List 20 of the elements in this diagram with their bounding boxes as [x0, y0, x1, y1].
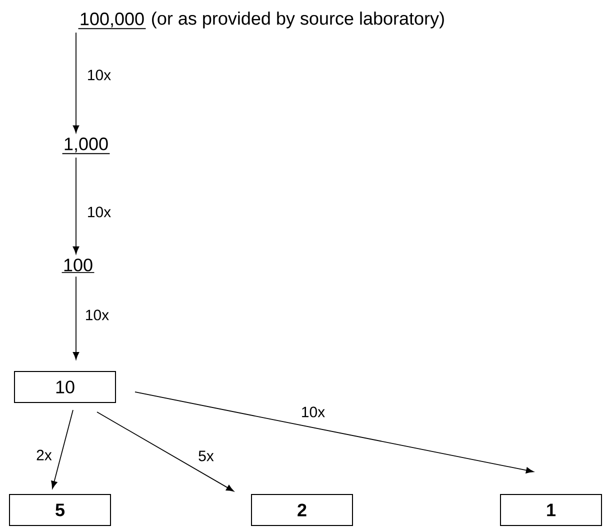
underlined-number: 1,000 — [62, 138, 110, 154]
arrow — [96, 412, 234, 492]
edge-label: 10x — [86, 206, 112, 218]
number-box: 2 — [251, 494, 353, 526]
arrow — [51, 410, 74, 489]
edge-label: 10x — [84, 308, 110, 322]
edge-label: 2x — [35, 448, 53, 462]
number-box: 1 — [500, 494, 602, 526]
edge-label: 10x — [300, 406, 326, 418]
arrow — [72, 276, 80, 360]
number-box: 10 — [14, 371, 116, 403]
edge-label: 10x — [86, 68, 112, 82]
arrow — [134, 392, 534, 474]
arrow — [72, 32, 80, 134]
arrow — [72, 157, 80, 254]
underlined-number: 100 — [61, 258, 95, 274]
number-box: 5 — [9, 494, 111, 526]
edge-label: 5x — [197, 450, 215, 462]
annotation-text: (or as provided by source laboratory) — [152, 12, 444, 28]
underlined-number: 100,000 — [78, 12, 146, 30]
